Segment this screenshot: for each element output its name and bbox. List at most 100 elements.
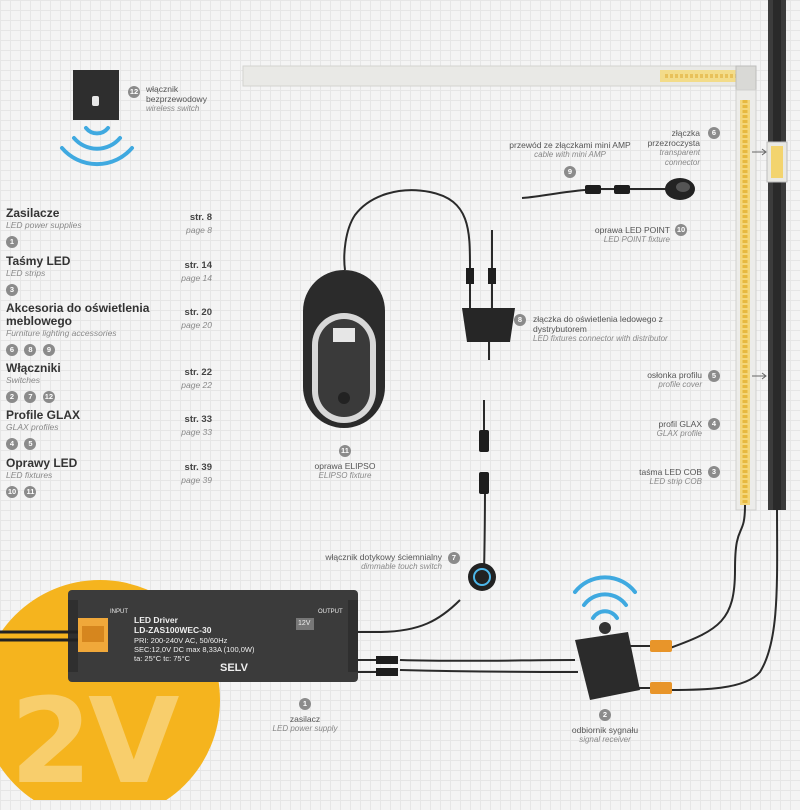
label-pl: złączka do oświetlenia ledowego z dystry…	[533, 314, 663, 334]
label-pl: włącznik dotykowy ściemnialny	[325, 552, 442, 562]
page-pl: str. 20	[184, 307, 212, 318]
badge-5: 5	[708, 370, 720, 382]
category-title: Zasilacze	[6, 206, 60, 220]
category-title: Akcesoria do oświetlenia meblowego	[6, 301, 150, 328]
label-glax-profile: profil GLAX GLAX profile	[600, 419, 702, 439]
driver-model: LD-ZAS100WEC-30	[134, 625, 212, 635]
category-subtitle: LED strips	[6, 268, 46, 278]
led-driver	[68, 590, 358, 682]
label-led-point: oprawa LED POINT LED POINT fixture	[570, 225, 670, 245]
orange-connector-top	[650, 640, 672, 652]
driver-selv: SELV	[220, 662, 248, 674]
label-en: profile cover	[658, 380, 702, 389]
label-power-supply: 1 zasilacz LED power supply	[250, 698, 360, 734]
badge-8: 8	[514, 314, 526, 326]
component-badge: 8	[24, 343, 37, 356]
label-en: wireless switch	[146, 104, 200, 113]
category-subtitle: LED power supplies	[6, 220, 82, 230]
label-pl: zasilacz	[289, 714, 321, 724]
category-title: Taśmy LED	[6, 254, 71, 268]
label-pl: włącznik bezprzewodowy	[146, 84, 207, 104]
label-distributor: złączka do oświetlenia ledowego z dystry…	[533, 314, 673, 344]
badge-3: 3	[708, 466, 720, 478]
driver-voltage: 12V	[298, 620, 311, 627]
badge-2: 2	[599, 709, 611, 721]
badge-12: 12	[128, 86, 140, 98]
page-pl: str. 22	[184, 367, 212, 378]
component-badge: 3	[6, 283, 18, 296]
label-profile-cover: osłonka profilu profile cover	[600, 370, 702, 390]
component-badge: 12	[42, 390, 55, 403]
label-pl: przewód ze złączkami mini AMP	[509, 140, 631, 150]
badge-11: 11	[339, 445, 351, 457]
badge-7: 7	[448, 552, 460, 564]
label-en: GLAX profile	[656, 429, 702, 438]
badge-4: 4	[708, 418, 720, 430]
driver-output-label: OUTPUT	[318, 609, 343, 615]
distributor	[462, 308, 515, 342]
label-en: ELIPSO fixture	[318, 471, 372, 480]
component-badge: 6	[6, 343, 18, 356]
component-badge: 9	[42, 343, 55, 356]
driver-title: LED Driver	[134, 615, 178, 625]
page-en: page 33	[181, 427, 212, 437]
orange-connector-bottom	[650, 682, 672, 694]
page-pl: str. 33	[184, 414, 212, 425]
page-en: page 8	[186, 225, 212, 235]
category-title: Profile GLAX	[6, 408, 81, 422]
driver-temps: ta: 25°C tc: 75°C	[134, 654, 191, 663]
page-en: page 22	[181, 380, 212, 390]
category-subtitle: LED fixtures	[6, 470, 53, 480]
label-transparent-connector: złączka przezroczysta transparent connec…	[628, 128, 700, 168]
page-en: page 14	[181, 273, 212, 283]
category-subtitle: GLAX profiles	[6, 422, 59, 432]
category-title: Włączniki	[6, 361, 61, 375]
label-en: dimmable touch switch	[361, 562, 442, 571]
page-en: page 39	[181, 475, 212, 485]
label-en: LED strip COB	[649, 477, 702, 486]
component-badge: 11	[24, 485, 37, 498]
page-pl: str. 39	[184, 462, 212, 473]
label-elipso: 11 oprawa ELIPSO ELIPSO fixture	[290, 445, 400, 481]
label-en: LED power supply	[272, 724, 338, 733]
label-touch-switch: włącznik dotykowy ściemnialny dimmable t…	[300, 552, 442, 572]
label-en: transparent connector	[659, 148, 700, 167]
label-pl: osłonka profilu	[647, 370, 702, 380]
driver-input-label: INPUT	[110, 609, 128, 615]
label-en: LED fixtures connector with distributor	[533, 334, 668, 343]
driver-sec: SEC:12,0V DC max 8,33A (100,0W)	[134, 645, 255, 654]
label-pl: taśma LED COB	[639, 467, 702, 477]
category-title: Oprawy LED	[6, 456, 78, 470]
badge-10: 10	[675, 224, 687, 236]
component-badge: 2	[6, 390, 18, 403]
label-en: cable with mini AMP	[534, 150, 606, 159]
badge-9: 9	[564, 166, 576, 178]
signal-receiver	[575, 632, 640, 700]
label-pl: oprawa LED POINT	[594, 225, 670, 235]
page-pl: str. 14	[184, 260, 212, 271]
driver-pri: PRI: 200-240V AC, 50/60Hz	[134, 636, 228, 645]
label-pl: odbiornik sygnału	[571, 725, 639, 735]
label-pl: oprawa ELIPSO	[314, 461, 376, 471]
category-accessories: Akcesoria do oświetlenia meblowego Furni…	[6, 302, 212, 359]
component-badge: 7	[24, 390, 37, 403]
page-en: page 20	[181, 320, 212, 330]
category-led-fixtures: Oprawy LED LED fixtures str. 39 page 39 1…	[6, 457, 212, 501]
label-pl: złączka przezroczysta	[647, 128, 700, 148]
watermark: 2V	[10, 672, 179, 810]
category-subtitle: Furniture lighting accessories	[6, 328, 117, 338]
badge-6: 6	[708, 127, 720, 139]
receiver-wifi-icon	[573, 575, 637, 620]
label-pl: profil GLAX	[658, 419, 702, 429]
switch-wifi-icon	[60, 126, 134, 167]
touch-switch	[468, 563, 496, 591]
component-badge: 5	[24, 437, 37, 450]
wireless-switch	[73, 70, 119, 120]
category-led-strips: Taśmy LED LED strips str. 14 page 14 3	[6, 255, 212, 299]
component-badge: 10	[6, 485, 18, 498]
category-glax-profiles: Profile GLAX GLAX profiles str. 33 page 3…	[6, 409, 212, 453]
label-en: signal receiver	[579, 735, 631, 744]
